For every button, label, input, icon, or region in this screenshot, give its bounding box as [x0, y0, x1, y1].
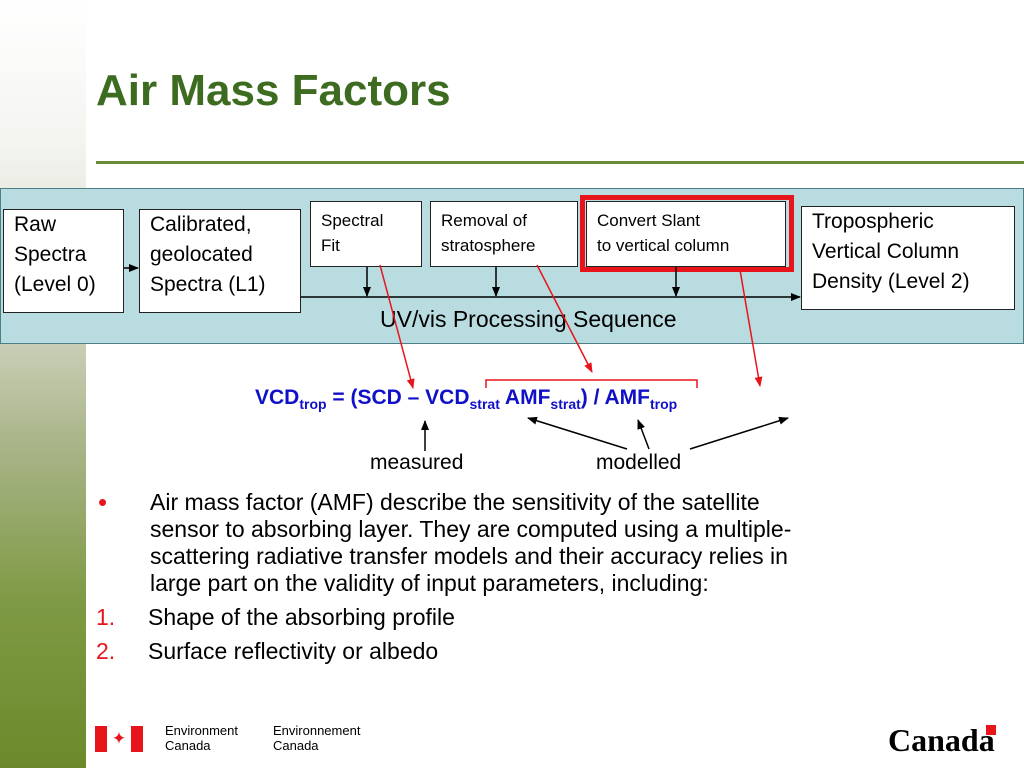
highlight-frame — [580, 195, 794, 272]
box-line: Spectra (L1) — [150, 273, 266, 296]
dept-line: Canada — [273, 738, 319, 753]
box-line: Spectral — [321, 211, 384, 230]
number-marker: 2. — [96, 638, 116, 664]
bullet-line: scattering radiative transfer models and… — [150, 543, 788, 569]
bullet-line: Air mass factor (AMF) describe the sensi… — [150, 489, 760, 515]
eq-sub: strat — [550, 396, 581, 413]
modelled-arrow-amf-trop — [689, 416, 789, 450]
red-arrow-removal — [536, 264, 593, 373]
dept-line: Canada — [165, 738, 211, 753]
box-line: to vertical column — [597, 236, 730, 255]
title-rule — [96, 161, 1024, 164]
equation: VCDtrop = (SCD – VCDstrat AMFstrat) / AM… — [255, 386, 677, 412]
eq-sub: trop — [299, 396, 327, 413]
box-line: Density (Level 2) — [812, 270, 970, 293]
box-line: Raw — [14, 213, 57, 236]
box-convert-slant: Convert Slant to vertical column — [586, 201, 786, 267]
eq-part: ) / AMF — [580, 386, 650, 409]
bullet-line: large part on the validity of input para… — [150, 570, 709, 596]
eq-lhs: VCD — [255, 386, 300, 409]
canada-flag-icon: ✦ — [95, 726, 143, 752]
bullet-marker: • — [98, 487, 108, 517]
modelled-arrow-vcd — [527, 416, 628, 450]
box-line: Spectra — [14, 243, 87, 266]
numbered-item: 2. Surface reflectivity or albedo — [96, 638, 976, 665]
box-line: geolocated — [150, 243, 253, 266]
sidebar-gradient — [0, 0, 86, 768]
box-removal-stratosphere: Removal of stratosphere — [430, 201, 578, 267]
box-line: Calibrated, — [150, 213, 252, 236]
box-line: Fit — [321, 236, 340, 255]
modelled-arrow-amf-strat — [637, 419, 650, 450]
wordmark-flag-icon — [986, 725, 996, 735]
bullet-item: • Air mass factor (AMF) describe the sen… — [96, 489, 976, 597]
box-calibrated-spectra: Calibrated, geolocated Spectra (L1) — [139, 209, 301, 313]
box-line: (Level 0) — [14, 273, 96, 296]
bullet-list: • Air mass factor (AMF) describe the sen… — [96, 489, 976, 672]
box-line: Tropospheric — [812, 210, 934, 233]
box-line: Convert Slant — [597, 211, 700, 230]
dept-name-en: Environment Canada — [165, 723, 238, 753]
sequence-label: UV/vis Processing Sequence — [380, 306, 677, 332]
numbered-item: 1. Shape of the absorbing profile — [96, 604, 976, 631]
dept-line: Environment — [165, 723, 238, 738]
eq-sub: trop — [650, 396, 678, 413]
red-arrow-convert — [739, 269, 763, 387]
red-arrow-spectral-fit — [379, 264, 415, 389]
modelled-label: modelled — [596, 451, 682, 474]
box-line: Removal of — [441, 211, 527, 230]
box-tropospheric-vcd: Tropospheric Vertical Column Density (Le… — [801, 206, 1015, 310]
eq-part: = (SCD – VCD — [326, 386, 470, 409]
box-spectral-fit: Spectral Fit — [310, 201, 422, 267]
box-raw-spectra: Raw Spectra (Level 0) — [3, 209, 124, 313]
bullet-line: Shape of the absorbing profile — [148, 604, 455, 630]
canada-wordmark: Canada — [888, 722, 995, 758]
slide-title: Air Mass Factors — [96, 66, 451, 115]
dept-line: Environnement — [273, 723, 361, 738]
bullet-line: sensor to absorbing layer. They are comp… — [150, 516, 792, 542]
bullet-line: Surface reflectivity or albedo — [148, 638, 439, 664]
box-line: Vertical Column — [812, 240, 960, 263]
dept-name-fr: Environnement Canada — [273, 723, 360, 753]
measured-label: measured — [370, 451, 464, 474]
box-line: stratosphere — [441, 236, 536, 255]
red-bracket — [485, 379, 698, 388]
eq-sub: strat — [469, 396, 500, 413]
number-marker: 1. — [96, 604, 116, 630]
eq-part: AMF — [499, 386, 551, 409]
